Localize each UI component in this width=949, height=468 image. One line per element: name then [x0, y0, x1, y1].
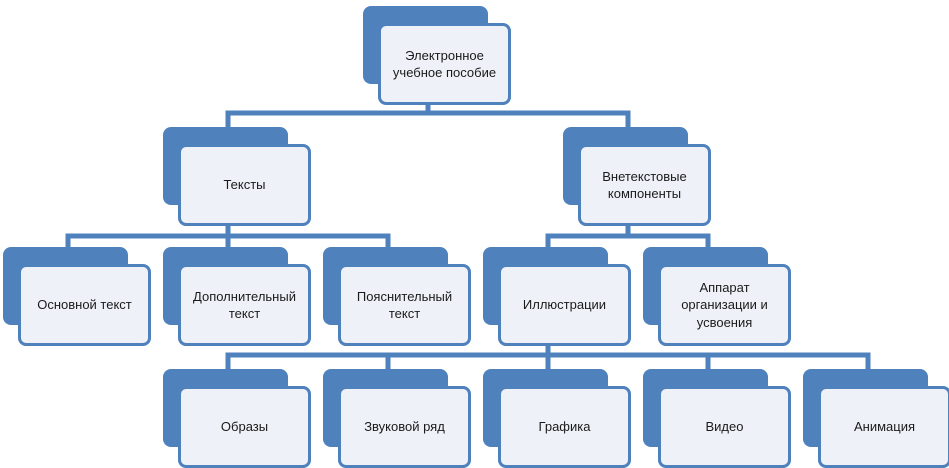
node-label-images: Образы	[220, 419, 269, 435]
node-label-sound: Звуковой ряд	[364, 419, 445, 435]
node-label-animation: Анимация	[853, 419, 916, 435]
node-illustrations: Иллюстрации	[483, 247, 631, 346]
node-box: Иллюстрации	[498, 264, 631, 346]
node-label-graphics: Графика	[538, 419, 591, 435]
node-apparatus: Аппарат организации и усвоения	[643, 247, 791, 346]
node-box: Дополнительный текст	[178, 264, 311, 346]
node-explanatory-text: Пояснительный текст	[323, 247, 471, 346]
node-animation: Анимация	[803, 369, 949, 468]
node-box: Звуковой ряд	[338, 386, 471, 468]
node-box: Образы	[178, 386, 311, 468]
node-nontext-components: Внетекстовые компоненты	[563, 127, 711, 226]
node-box: Тексты	[178, 144, 311, 226]
node-box: Аппарат организации и усвоения	[658, 264, 791, 346]
node-extra-text: Дополнительный текст	[163, 247, 311, 346]
node-box: Основной текст	[18, 264, 151, 346]
node-label-illustrations: Иллюстрации	[522, 297, 607, 313]
node-label-explanatory-text: Пояснительный текст	[356, 288, 453, 321]
node-box: Внетекстовые компоненты	[578, 144, 711, 226]
node-box: Видео	[658, 386, 791, 468]
node-label-texts: Тексты	[223, 177, 266, 193]
node-label-main-text: Основной текст	[37, 297, 132, 313]
node-box: Графика	[498, 386, 631, 468]
node-label-nontext: Внетекстовые компоненты	[602, 168, 687, 201]
node-texts: Тексты	[163, 127, 311, 226]
node-sound: Звуковой ряд	[323, 369, 471, 468]
node-label-video: Видео	[705, 419, 744, 435]
node-root: Электронное учебное пособие	[363, 6, 511, 105]
node-box: Электронное учебное пособие	[378, 23, 511, 105]
node-box: Пояснительный текст	[338, 264, 471, 346]
node-video: Видео	[643, 369, 791, 468]
node-label-root: Электронное учебное пособие	[392, 47, 497, 80]
node-label-apparatus: Аппарат организации и усвоения	[681, 280, 768, 330]
node-graphics: Графика	[483, 369, 631, 468]
node-main-text: Основной текст	[3, 247, 151, 346]
node-box: Анимация	[818, 386, 949, 468]
node-images: Образы	[163, 369, 311, 468]
node-label-extra-text: Дополнительный текст	[193, 288, 296, 321]
